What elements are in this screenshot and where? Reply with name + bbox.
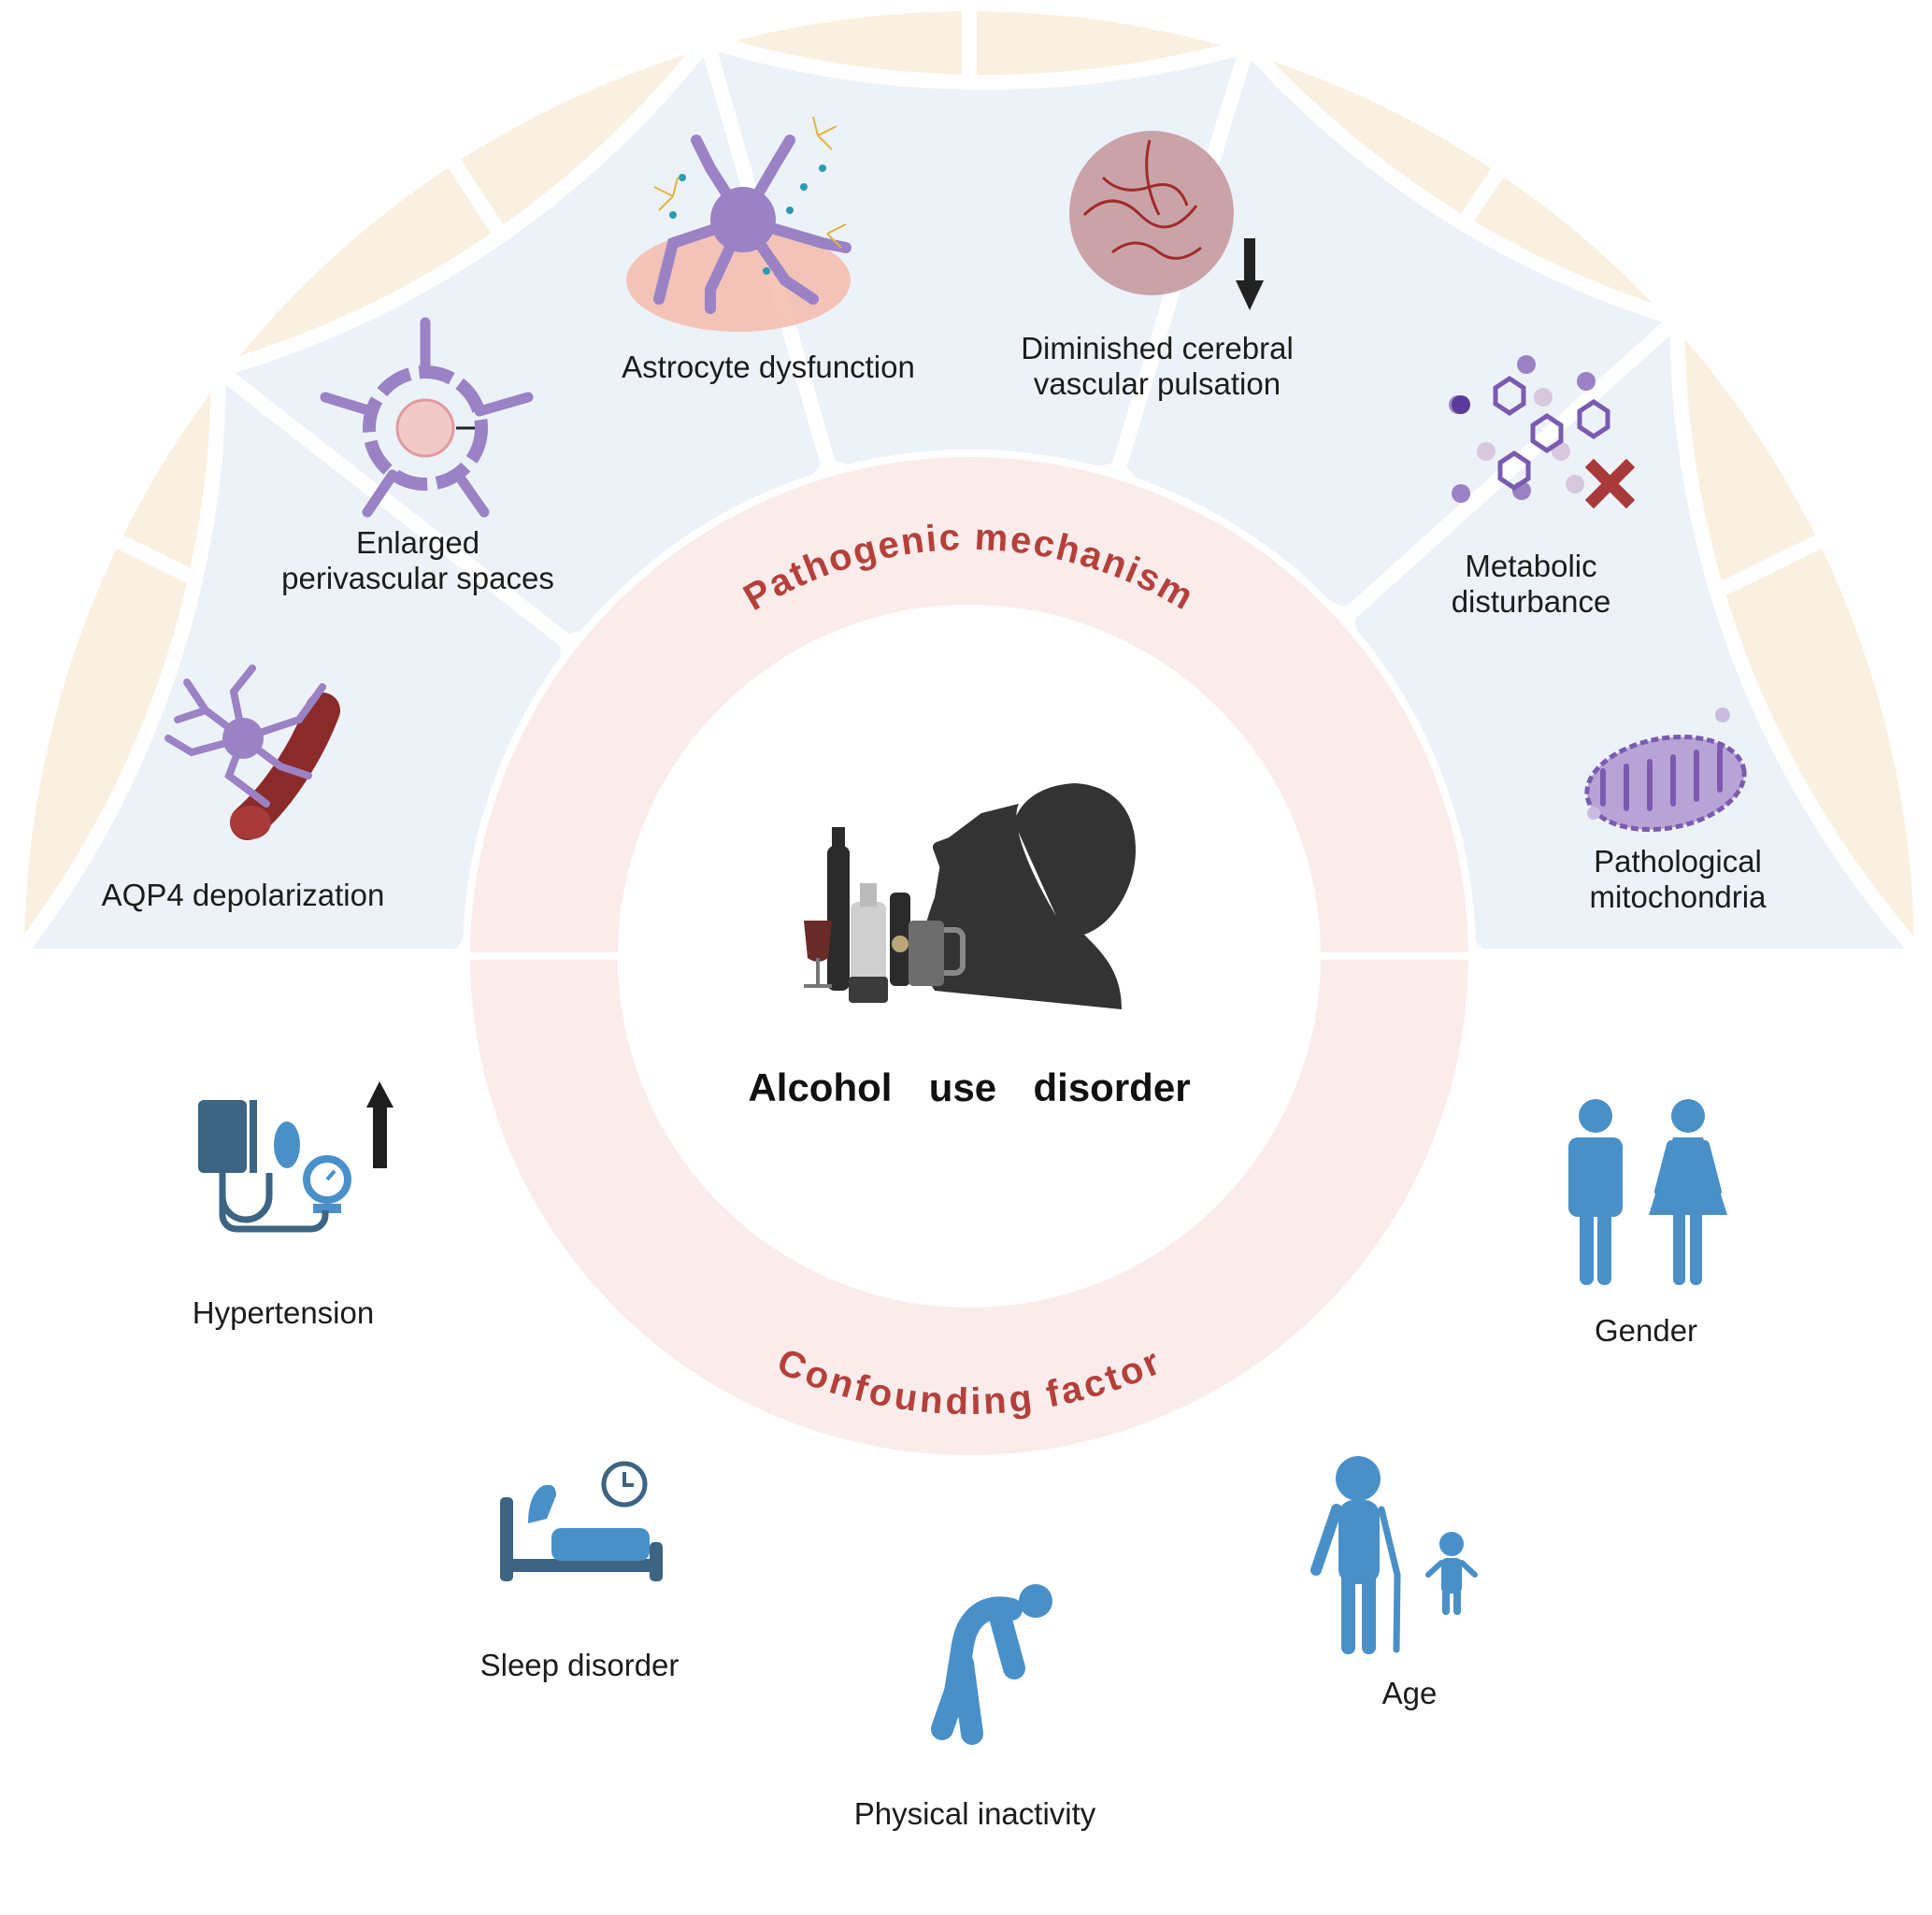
molecules-x-icon xyxy=(1449,355,1636,509)
man-woman-icon xyxy=(1568,1099,1727,1285)
astrocyte-icon xyxy=(626,116,852,332)
label-gender: Gender xyxy=(1594,1313,1698,1348)
brain-down-arrow-icon xyxy=(1069,131,1264,310)
astrocyte-blood-vessel-icon xyxy=(165,665,340,840)
perivascular-space-icon xyxy=(320,317,534,518)
blood-pressure-up-icon xyxy=(198,1081,394,1233)
label-hypertension: Hypertension xyxy=(192,1295,375,1330)
label-aqp4-depolarization: AQP4 depolarization xyxy=(101,878,385,912)
bed-clock-icon xyxy=(500,1461,663,1581)
center-title: Alcohol use disorder xyxy=(748,1065,1191,1109)
label-age: Age xyxy=(1381,1676,1438,1710)
label-astrocyte-dysfunction: Astrocyte dysfunction xyxy=(622,350,915,384)
label-physical-inactivity: Physical inactivity xyxy=(853,1796,1096,1831)
hunched-person-icon xyxy=(931,1584,1052,1745)
label-sleep-disorder: Sleep disorder xyxy=(479,1648,680,1682)
elder-child-icon xyxy=(1310,1456,1478,1654)
mitochondria-icon xyxy=(1584,707,1747,833)
person-drinking-with-bottles-icon xyxy=(804,783,1136,1009)
